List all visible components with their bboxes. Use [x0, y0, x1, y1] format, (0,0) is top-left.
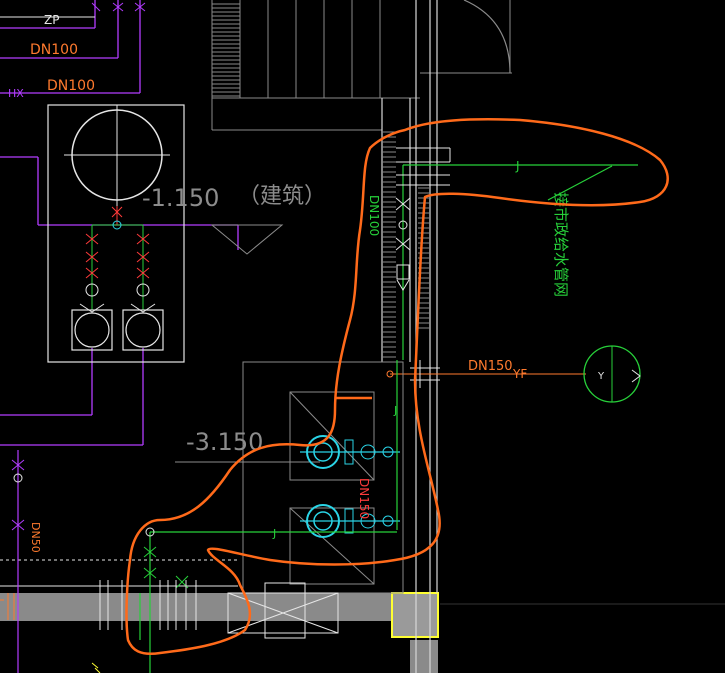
door-arc — [463, 0, 511, 74]
label-yf: YF — [512, 367, 527, 381]
label-dn150: DN150 — [468, 359, 513, 374]
booster-pump-upper — [300, 435, 400, 469]
hatch-lines-top — [212, 3, 240, 97]
elevation-marker-top — [210, 224, 284, 255]
pump-valves-right — [136, 233, 150, 279]
label-zp: ZP — [44, 13, 59, 27]
floor-posts — [99, 580, 197, 630]
label-j-mid: J — [393, 404, 397, 417]
floor-orange-marks — [0, 593, 15, 620]
building-note: （建筑） — [238, 184, 326, 209]
top-valve-symbols — [91, 2, 146, 12]
bottom-ticks — [91, 662, 101, 673]
lower-valves — [143, 527, 189, 589]
yf-circle-symbol: Y — [583, 345, 641, 403]
label-dn100-vertical: DN100 — [367, 195, 381, 236]
markup-outline — [125, 118, 669, 655]
booster-pump-lower — [300, 504, 400, 538]
svg-text:Y: Y — [597, 371, 605, 382]
label-dn100-upper: DN100 — [30, 42, 78, 58]
label-j-bottom: J — [272, 527, 276, 540]
label-dn50-vertical: DN50 — [29, 522, 42, 553]
wall-hatch-top — [211, 0, 420, 131]
label-hx: HX — [8, 87, 24, 100]
floor-slab — [0, 559, 725, 673]
pump-left — [71, 303, 113, 351]
wall-hatch-side — [382, 131, 396, 358]
pump-discharge-pipe — [139, 360, 398, 673]
purple-pipes-top — [0, 0, 239, 446]
label-j-top: J — [515, 159, 520, 173]
wall-sleeves — [396, 147, 451, 186]
label-dn150-vertical: DN150 — [357, 478, 371, 519]
label-dn100-lower: DN100 — [47, 78, 95, 94]
municipal-supply-pipe — [402, 164, 638, 360]
pump-room — [47, 104, 185, 363]
riser-valves — [395, 197, 411, 291]
left-riser — [11, 450, 25, 673]
pump-right — [122, 303, 164, 351]
pump-valves-left — [85, 233, 99, 279]
label-municipal: 接市政给水管网 — [552, 192, 570, 297]
elevation-top: -1.150 — [142, 184, 219, 212]
